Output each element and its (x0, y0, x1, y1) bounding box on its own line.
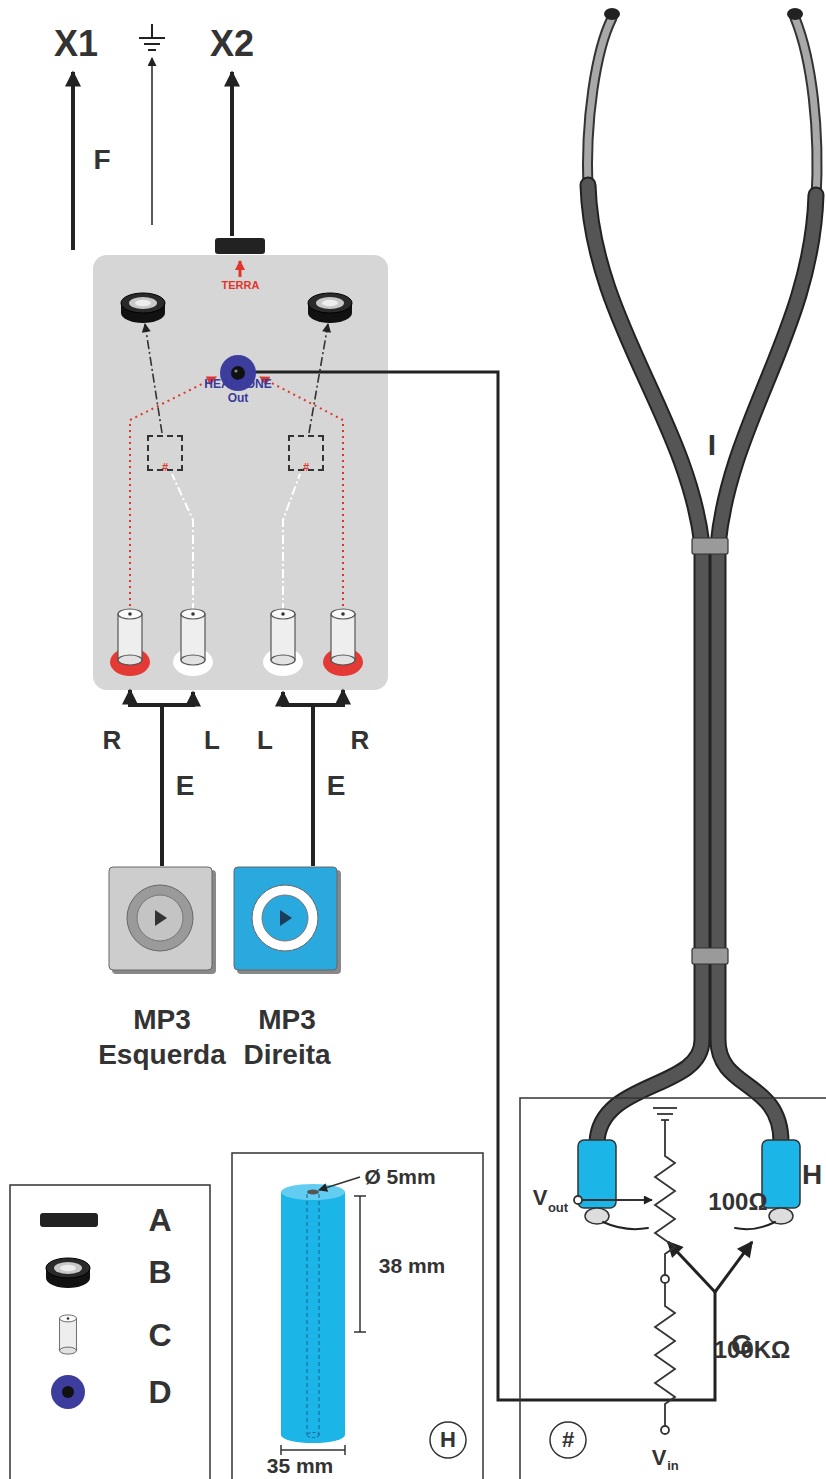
rca-jack (331, 609, 355, 665)
legend-text: B (148, 1256, 171, 1288)
ground-arrow (151, 58, 153, 225)
rca-jack (181, 609, 205, 665)
inset-marker (550, 1422, 586, 1458)
binding-post (121, 293, 165, 323)
ground-pointer (239, 261, 242, 277)
legend-text: C (148, 1319, 171, 1351)
split-arrow (715, 1242, 752, 1292)
inset-letter: # (562, 1429, 574, 1451)
output-name: X2 (210, 26, 254, 62)
inset-frame (232, 1153, 483, 1479)
resistor-value: 100KΩ (714, 1338, 791, 1362)
inset-marker (430, 1422, 466, 1458)
output-arrow (230, 72, 234, 236)
mp3-player: MP3 Esquerda (87, 866, 237, 1072)
cylinder-drawing (281, 1184, 345, 1443)
split-arrow (668, 1242, 715, 1292)
signal-path (145, 324, 328, 433)
rca-jack (118, 609, 142, 665)
legend-sample (51, 1375, 85, 1409)
legend-sample (46, 1258, 90, 1288)
output-arrow (71, 72, 75, 250)
ground-connector (215, 238, 265, 254)
part-letter: I (708, 430, 716, 460)
legend-sample (40, 1213, 98, 1227)
ground-symbol (139, 24, 165, 50)
signal-name: V (533, 1187, 548, 1209)
divider-box: # (288, 435, 324, 471)
legend-text: D (148, 1376, 171, 1408)
connector-label: E (174, 772, 197, 800)
signal-subscript: out (548, 1201, 568, 1214)
legend-frame (10, 1185, 210, 1479)
player-label: MP3 Direita (212, 1002, 362, 1072)
arrow-label: F (93, 146, 110, 174)
mp3-player: MP3 Direita (212, 866, 362, 1072)
signal-subscript: in (667, 1459, 679, 1472)
legend-sample (60, 1315, 77, 1354)
headphone-path (130, 377, 343, 612)
dimension-line (281, 1196, 366, 1455)
input-branch (283, 692, 313, 705)
terminal-label: TERRA (93, 279, 388, 292)
stethoscope (578, 8, 817, 1229)
binding-post (308, 293, 352, 323)
player-icon (233, 866, 341, 974)
jack-label: HEADFONE Out (198, 378, 278, 406)
connector-label: E (325, 772, 348, 800)
output-name: X1 (54, 26, 98, 62)
leader-line (319, 1177, 360, 1190)
dimension: 35 mm (267, 1455, 334, 1476)
divider-label: # (149, 461, 181, 474)
dimension: Ø 5mm (364, 1166, 435, 1187)
signal-path (172, 474, 300, 612)
divider-label: # (290, 461, 322, 474)
signal-connector (130, 690, 162, 866)
channel-name: L (257, 727, 273, 753)
channel-name: L (204, 727, 220, 753)
inset-frame (520, 1098, 826, 1479)
signal-name: V (652, 1447, 667, 1469)
rca-jack (271, 609, 295, 665)
dimension: 38 mm (379, 1255, 446, 1276)
inset-letter: H (440, 1429, 456, 1451)
divider-box: # (147, 435, 183, 471)
resistor-value: 100Ω (708, 1190, 767, 1214)
channel-name: R (351, 727, 370, 753)
divider-schematic (574, 1108, 677, 1434)
channel-name: R (103, 727, 122, 753)
player-icon (108, 866, 216, 974)
player-label: MP3 Esquerda (87, 1002, 237, 1072)
part-letter: H (802, 1161, 822, 1189)
input-branch (162, 692, 193, 705)
device-housing (93, 255, 388, 690)
legend-text: A (148, 1204, 171, 1236)
device-box: TERRA HEADFONE Out # # (93, 255, 388, 690)
headphone-jack: HEADFONE Out (183, 353, 293, 393)
